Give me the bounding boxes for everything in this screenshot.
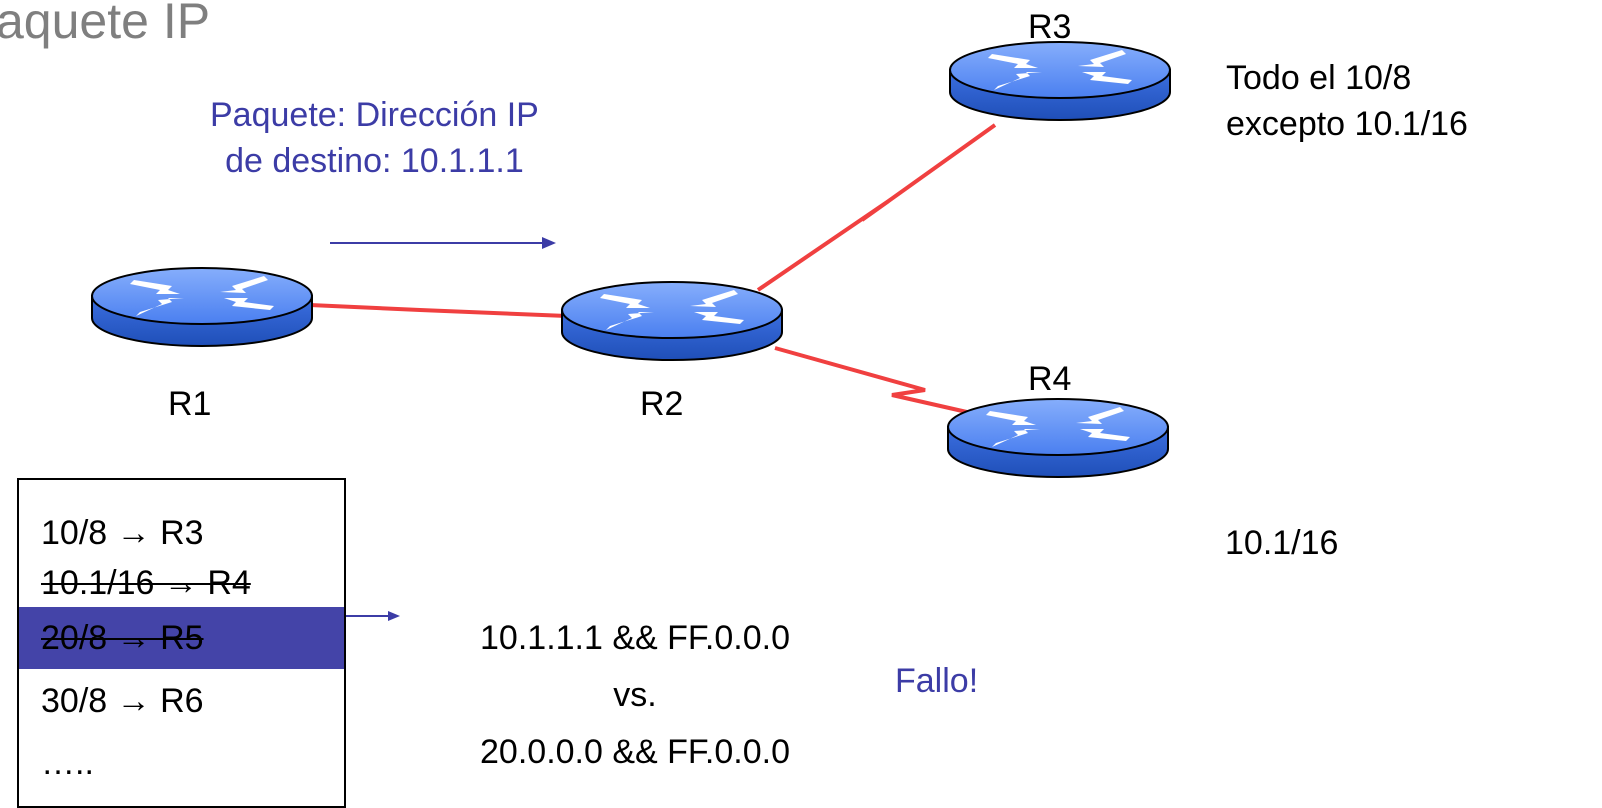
r3-network-note: Todo el 10/8 excepto 10.1/16: [1226, 55, 1468, 147]
comparison-line3: 20.0.0.0 && FF.0.0.0: [480, 733, 790, 771]
packet-label: Paquete: Dirección IP de destino: 10.1.1…: [210, 92, 539, 184]
link-r2-r4-serial: [774, 346, 981, 417]
r3-network-note-line2: excepto 10.1/16: [1226, 105, 1468, 143]
address-comparison: 10.1.1.1 && FF.0.0.0 vs. 20.0.0.0 && FF.…: [400, 610, 870, 781]
routing-table-row: 10.1/16 → R4: [41, 564, 251, 602]
routing-table: 10/8 → R3 10.1/16 → R4 20/8 → R5 30/8 → …: [17, 478, 346, 808]
router-r4-icon: [947, 398, 1169, 478]
router-r3-icon: [949, 41, 1171, 121]
link-r1-r2: [309, 303, 568, 318]
packet-direction-arrow: [330, 237, 556, 249]
router-r4-label: R4: [1028, 360, 1072, 398]
routing-table-row: 10/8 → R3: [41, 514, 204, 552]
r4-network-note: 10.1/16: [1225, 524, 1339, 562]
router-r1-label: R1: [168, 385, 212, 423]
router-r3-label: R3: [1028, 8, 1072, 46]
slide-title: aquete IP: [0, 0, 211, 49]
match-result: Fallo!: [895, 662, 979, 700]
routing-table-row: 30/8 → R6: [41, 682, 204, 720]
lookup-arrow: [346, 611, 400, 621]
routing-table-row-highlighted: 20/8 → R5: [19, 607, 344, 669]
packet-label-line1: Paquete: Dirección IP: [210, 96, 539, 134]
link-r2-r3-serial: [756, 123, 997, 292]
packet-label-line2: de destino: 10.1.1.1: [225, 142, 524, 180]
comparison-line2: vs.: [613, 676, 657, 714]
r3-network-note-line1: Todo el 10/8: [1226, 59, 1412, 97]
router-r2-label: R2: [640, 385, 684, 423]
routing-table-row: …..: [41, 744, 94, 782]
router-r1-icon: [91, 267, 313, 347]
router-r2-icon: [561, 281, 783, 361]
comparison-line1: 10.1.1.1 && FF.0.0.0: [480, 619, 790, 657]
